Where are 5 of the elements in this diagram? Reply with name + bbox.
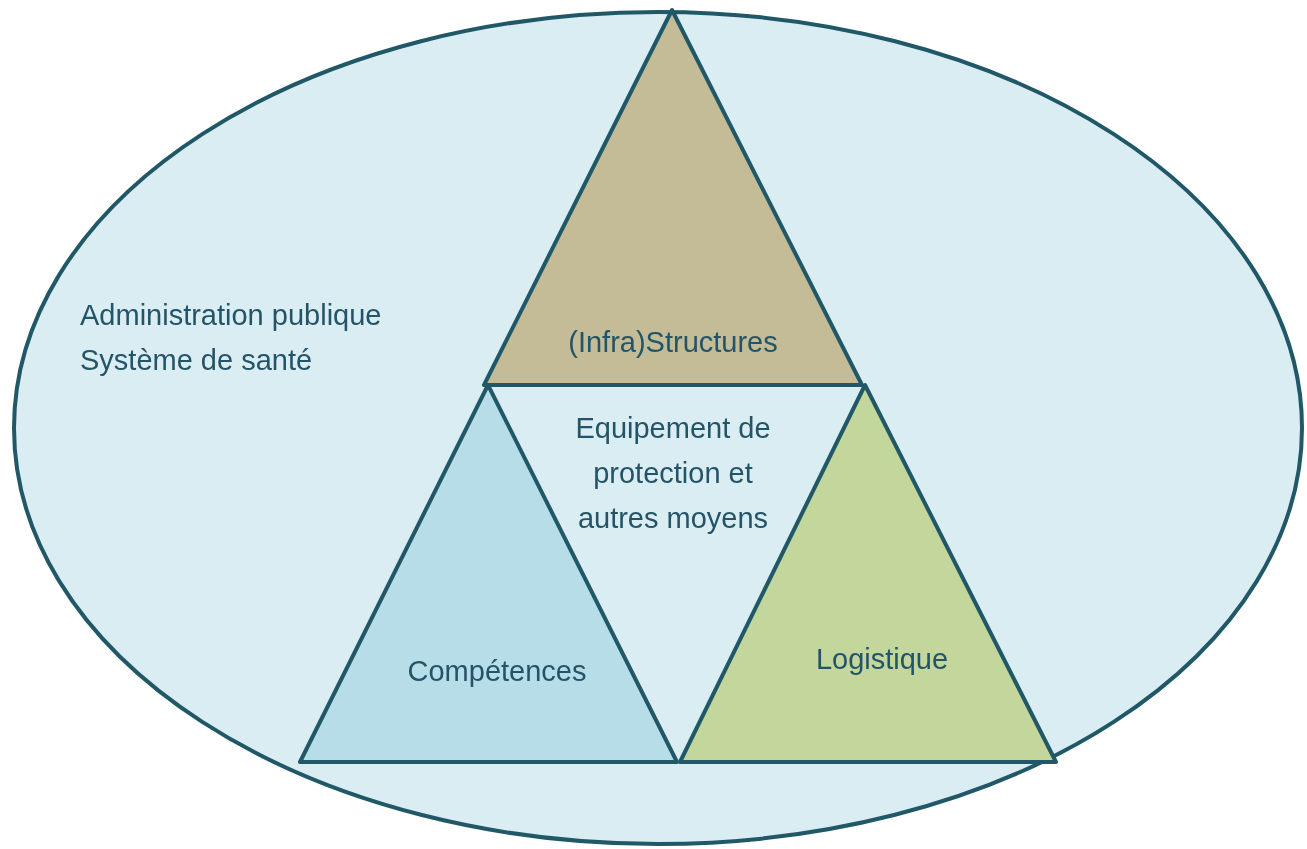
triangle-label: Compétences	[406, 654, 588, 689]
context-label: Administration publique Système de santé	[80, 298, 383, 378]
triangle-label: (Infra)Structures	[567, 325, 779, 360]
triangle-label: Logistique	[814, 642, 950, 677]
center-label: Equipement de protection et autres moyens	[574, 411, 772, 536]
